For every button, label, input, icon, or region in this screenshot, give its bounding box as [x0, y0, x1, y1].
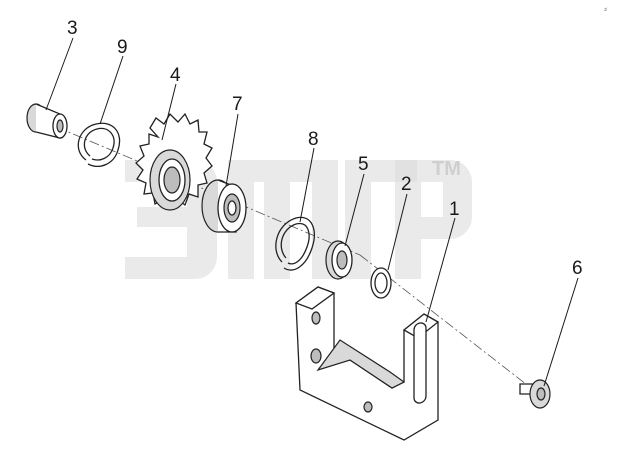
corner-mark: ⸗: [604, 4, 608, 15]
part-4-sprocket: [135, 112, 213, 211]
callout-3: 3: [67, 18, 78, 39]
watermark-trademark: TM: [432, 158, 461, 180]
callout-7: 7: [232, 94, 243, 115]
part-3-bushing: [26, 103, 68, 139]
callout-9: 9: [117, 37, 128, 58]
callout-2: 2: [401, 174, 412, 195]
callout-5: 5: [358, 154, 369, 175]
part-5-washer: [325, 240, 353, 280]
callout-8: 8: [308, 129, 319, 150]
callout-1: 1: [449, 199, 460, 220]
callout-6: 6: [572, 258, 583, 279]
part-7-bearing: [201, 179, 247, 233]
callout-4: 4: [170, 65, 181, 86]
part-2-washer: [370, 267, 392, 299]
leader-lines: [45, 37, 579, 387]
part-8-snap-ring: [275, 216, 315, 271]
part-6-bolt: [519, 379, 551, 409]
part-1-bracket: [294, 286, 440, 441]
part-9-snap-ring: [77, 122, 121, 167]
